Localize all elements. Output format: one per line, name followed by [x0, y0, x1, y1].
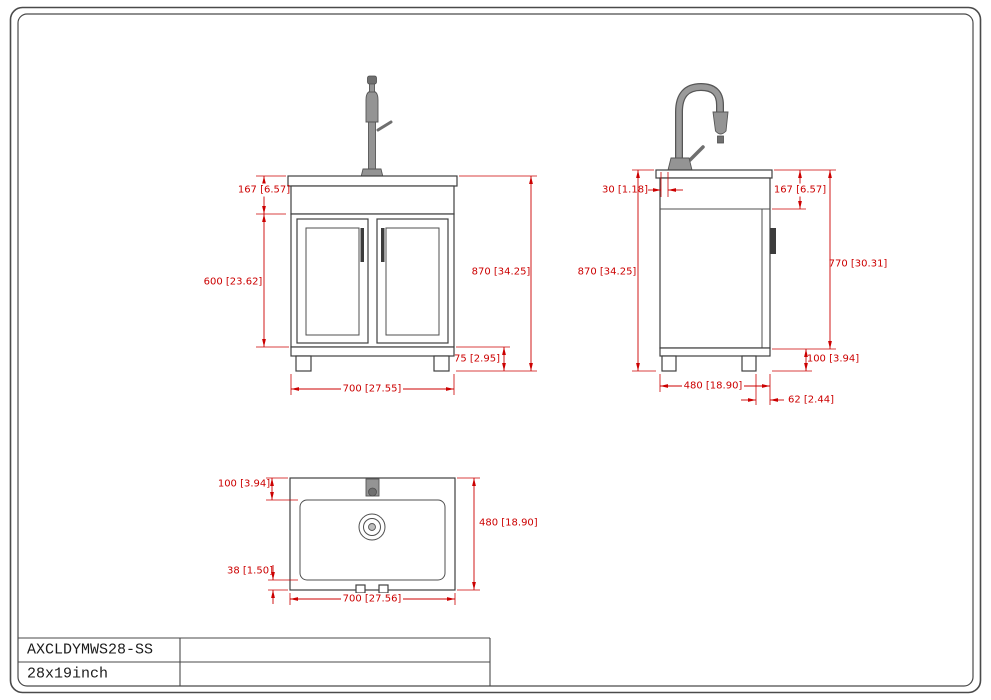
- outer-border: [9, 6, 982, 694]
- back-foot: [661, 355, 677, 372]
- faucet-spout-tip: [367, 75, 377, 85]
- dim-label-side-toe-kick: 62 [2.44]: [788, 395, 834, 406]
- front-mark-left: [355, 584, 366, 594]
- faucet-gooseneck: [676, 84, 723, 171]
- door-handle-side: [770, 228, 776, 254]
- faucet-handle: [376, 120, 393, 132]
- dim-side-faucet-offset: 30 [1.18]: [602, 172, 683, 197]
- faucet-body: [365, 90, 379, 123]
- faucet-base: [667, 157, 693, 171]
- dim-front-total-height: 870 [34.25]: [456, 175, 537, 372]
- front-faucet: [360, 75, 393, 178]
- dim-label-side-depth: 480 [18.90]: [684, 381, 743, 392]
- faucet-stem: [368, 119, 376, 178]
- left-door-handle: [360, 228, 364, 262]
- sink-bowl-rim: [299, 499, 446, 581]
- dim-side-toe-kick: 62 [2.44]: [741, 374, 834, 406]
- front-view: 167 [6.57] 600 [23.62] 870 [34.25] 75 [2…: [204, 75, 537, 396]
- dim-label-side-panel-height: 770 [30.31]: [829, 259, 888, 270]
- sink-apron: [290, 185, 455, 215]
- sink-top: [287, 175, 458, 187]
- dim-label-side-top-height: 167 [6.57]: [774, 185, 826, 196]
- right-door-panel: [385, 227, 440, 336]
- dim-label-front-total-height: 870 [34.25]: [472, 267, 531, 278]
- faucet-sprayer-tip: [717, 135, 724, 144]
- dim-side-total-height: 870 [34.25]: [578, 169, 656, 372]
- right-foot: [433, 355, 450, 372]
- dim-label-side-faucet-offset: 30 [1.18]: [602, 185, 648, 196]
- right-door: [376, 218, 449, 344]
- dim-label-side-base-height: 100 [3.94]: [807, 354, 859, 365]
- model-number: AXCLDYMWS28-SS: [27, 642, 153, 659]
- dim-label-side-total-height: 870 [34.25]: [578, 267, 637, 278]
- faucet-sprayer-head: [712, 111, 729, 135]
- bottom-rail-side: [659, 347, 771, 357]
- dim-top-back-offset: 100 [3.94]: [218, 477, 298, 501]
- sink-top-view: [289, 477, 456, 594]
- drain-outer: [358, 513, 386, 541]
- dim-front-width: 700 [27.55]: [290, 374, 455, 396]
- dim-top-width: 700 [27.56]: [289, 593, 456, 606]
- dim-label-front-width: 700 [27.55]: [343, 384, 402, 395]
- dim-side-base-height: 100 [3.94]: [772, 349, 859, 372]
- side-cabinet: [655, 169, 776, 372]
- dim-label-front-door-height: 600 [23.62]: [204, 277, 263, 288]
- dim-top-depth: 480 [18.90]: [457, 477, 538, 591]
- dim-label-top-back-offset: 100 [3.94]: [218, 479, 270, 490]
- faucet-handle: [688, 145, 705, 162]
- drain-inner: [363, 518, 381, 536]
- side-view: 30 [1.18] 870 [34.25] 167 [6.57] 770 [30…: [578, 82, 888, 406]
- size-label: 28x19inch: [27, 666, 108, 683]
- front-foot: [741, 355, 757, 372]
- dim-front-top-height: 167 [6.57]: [238, 175, 290, 215]
- dim-label-front-base-height: 75 [2.95]: [454, 354, 500, 365]
- drain-hole: [368, 523, 376, 531]
- left-foot: [295, 355, 312, 372]
- dim-side-top-height: 167 [6.57]: [772, 169, 836, 210]
- bottom-rail: [290, 346, 455, 357]
- left-door: [296, 218, 369, 344]
- dim-label-top-width: 700 [27.56]: [343, 594, 402, 605]
- dim-side-panel-height: 770 [30.31]: [772, 170, 888, 350]
- dim-label-top-front-offset: 38 [1.50]: [227, 566, 273, 577]
- front-cabinet: [287, 175, 458, 372]
- title-block: AXCLDYMWS28-SS 28x19inch: [18, 637, 491, 686]
- dim-label-top-depth: 480 [18.90]: [479, 518, 538, 529]
- dim-top-front-offset: 38 [1.50]: [227, 565, 298, 604]
- side-faucet: [667, 82, 729, 172]
- dim-label-front-top-height: 167 [6.57]: [238, 185, 290, 196]
- left-door-panel: [305, 227, 360, 336]
- right-door-handle: [381, 228, 385, 262]
- sink-outer: [289, 477, 456, 591]
- front-mark-right: [378, 584, 389, 594]
- counter-side: [655, 169, 773, 179]
- top-view: 100 [3.94] 480 [18.90] 38 [1.50] 700 [27…: [218, 477, 538, 606]
- faucet-gooseneck-outline: [675, 82, 724, 172]
- side-panel: [659, 177, 771, 349]
- faucet-hole: [368, 487, 377, 497]
- inner-border: [17, 13, 974, 687]
- dim-front-door-height: 600 [23.62]: [204, 214, 289, 348]
- dim-front-base-height: 75 [2.95]: [454, 346, 510, 371]
